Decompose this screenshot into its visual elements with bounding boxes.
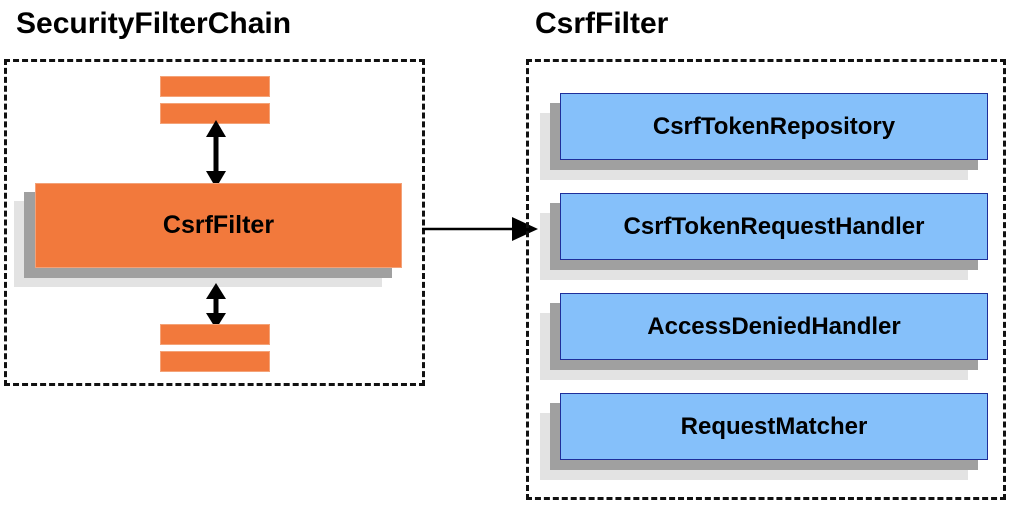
- collaborator-card-csrf-token-request-handler: CsrfTokenRequestHandler: [540, 193, 988, 280]
- csrf-filter-card: CsrfFilter: [14, 183, 402, 287]
- filter-bar-above-1: [160, 76, 270, 97]
- card-face: CsrfTokenRequestHandler: [560, 193, 988, 260]
- card-face: AccessDeniedHandler: [560, 293, 988, 360]
- connector-arrow-right-icon: [422, 217, 538, 241]
- bidirectional-arrow-above-icon: [206, 120, 226, 188]
- page-title-csrf-filter: CsrfFilter: [535, 7, 669, 40]
- filter-bar-below-1: [160, 324, 270, 345]
- collaborator-card-label: CsrfTokenRepository: [652, 112, 896, 140]
- collaborator-card-request-matcher: RequestMatcher: [540, 393, 988, 480]
- filter-bar-below-2: [160, 351, 270, 372]
- page-title-security-filter-chain: SecurityFilterChain: [16, 7, 292, 40]
- collaborator-card-label: AccessDeniedHandler: [647, 312, 901, 340]
- collaborator-card-label: CsrfTokenRequestHandler: [623, 212, 925, 240]
- bidirectional-arrow-below-icon: [206, 283, 226, 329]
- card-face: CsrfFilter: [35, 183, 402, 268]
- collaborator-card-access-denied-handler: AccessDeniedHandler: [540, 293, 988, 380]
- collaborator-card-label: RequestMatcher: [680, 412, 868, 440]
- card-face: RequestMatcher: [560, 393, 988, 460]
- csrf-filter-card-label: CsrfFilter: [162, 211, 275, 239]
- card-face: CsrfTokenRepository: [560, 93, 988, 160]
- csrf-filter-container: [526, 59, 1006, 500]
- collaborator-card-csrf-token-repository: CsrfTokenRepository: [540, 93, 988, 180]
- security-filter-chain-container: [4, 59, 425, 386]
